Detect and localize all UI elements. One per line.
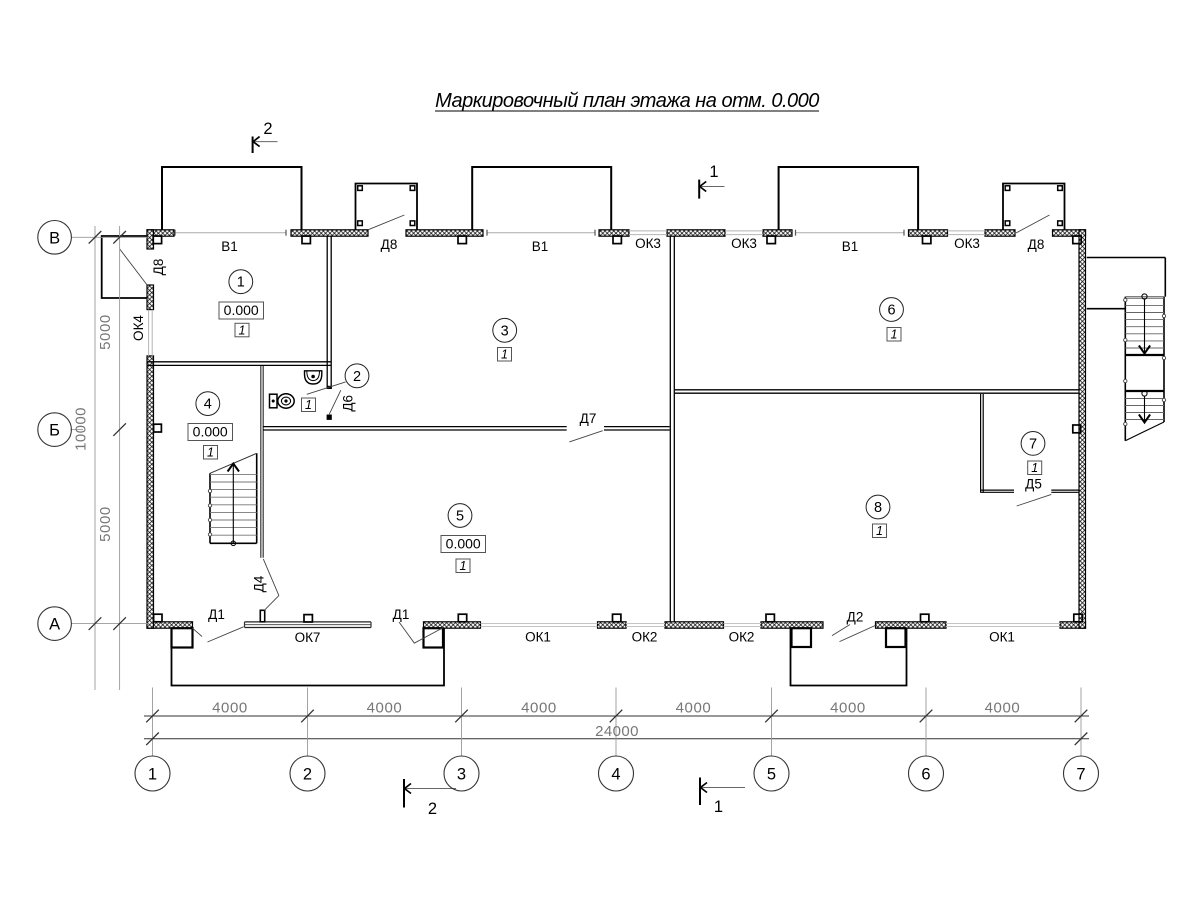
svg-text:1: 1 [1031, 461, 1038, 475]
svg-text:Д8: Д8 [381, 237, 398, 252]
svg-text:ОК2: ОК2 [729, 630, 755, 645]
svg-text:5000: 5000 [97, 506, 114, 542]
svg-text:4: 4 [204, 397, 212, 413]
svg-text:В: В [49, 229, 60, 247]
svg-text:1: 1 [714, 798, 723, 816]
svg-text:Д5: Д5 [1025, 477, 1042, 492]
svg-text:В1: В1 [842, 239, 859, 254]
svg-text:1: 1 [237, 275, 245, 291]
svg-text:2: 2 [353, 369, 361, 385]
svg-text:24000: 24000 [595, 723, 639, 740]
svg-text:5: 5 [456, 509, 464, 525]
svg-text:1: 1 [891, 328, 898, 342]
svg-text:Б: Б [49, 422, 60, 440]
svg-text:Д1: Д1 [393, 607, 410, 622]
svg-text:В1: В1 [221, 239, 238, 254]
svg-text:2: 2 [428, 800, 437, 818]
svg-text:4000: 4000 [212, 699, 248, 716]
svg-text:Д8: Д8 [151, 259, 166, 276]
svg-text:В1: В1 [532, 239, 549, 254]
svg-text:Д8: Д8 [1028, 237, 1045, 252]
svg-text:5000: 5000 [97, 314, 114, 350]
svg-text:2: 2 [303, 766, 312, 784]
svg-text:7: 7 [1076, 766, 1085, 784]
svg-text:4000: 4000 [985, 699, 1021, 716]
svg-text:ОК7: ОК7 [295, 630, 321, 645]
svg-text:А: А [49, 616, 60, 634]
svg-text:10000: 10000 [73, 407, 90, 451]
svg-text:4000: 4000 [521, 699, 557, 716]
svg-text:4: 4 [611, 766, 620, 784]
svg-text:7: 7 [1029, 436, 1037, 452]
svg-text:1: 1 [709, 163, 718, 181]
svg-text:3: 3 [501, 323, 509, 339]
svg-text:3: 3 [457, 766, 466, 784]
svg-text:1: 1 [305, 398, 312, 412]
svg-text:2: 2 [263, 120, 272, 138]
svg-text:1: 1 [207, 446, 214, 460]
svg-text:5: 5 [767, 766, 776, 784]
svg-text:6: 6 [921, 766, 930, 784]
svg-text:4000: 4000 [676, 699, 712, 716]
svg-text:Д2: Д2 [847, 610, 864, 625]
svg-text:ОК3: ОК3 [635, 236, 661, 251]
svg-text:Д6: Д6 [341, 395, 356, 412]
svg-text:8: 8 [874, 500, 882, 516]
svg-text:Д1: Д1 [208, 607, 225, 622]
svg-text:4000: 4000 [830, 699, 866, 716]
svg-text:ОК3: ОК3 [731, 236, 757, 251]
svg-text:ОК3: ОК3 [954, 236, 980, 251]
svg-text:1: 1 [239, 323, 246, 337]
svg-text:6: 6 [887, 303, 895, 319]
svg-text:Маркировочный план этажа на от: Маркировочный план этажа на отм. 0.000 [435, 90, 819, 112]
svg-text:ОК4: ОК4 [131, 315, 146, 341]
svg-text:1: 1 [460, 559, 467, 573]
svg-text:0.000: 0.000 [224, 302, 259, 318]
svg-text:0.000: 0.000 [193, 424, 228, 440]
svg-text:1: 1 [148, 766, 157, 784]
svg-text:4000: 4000 [367, 699, 403, 716]
svg-text:ОК2: ОК2 [632, 630, 658, 645]
svg-text:ОК1: ОК1 [989, 630, 1015, 645]
svg-text:1: 1 [876, 524, 883, 538]
svg-text:ОК1: ОК1 [525, 630, 551, 645]
svg-text:0.000: 0.000 [446, 536, 481, 552]
svg-text:Д4: Д4 [252, 575, 267, 592]
svg-text:Д7: Д7 [580, 411, 597, 426]
svg-text:1: 1 [501, 348, 508, 362]
